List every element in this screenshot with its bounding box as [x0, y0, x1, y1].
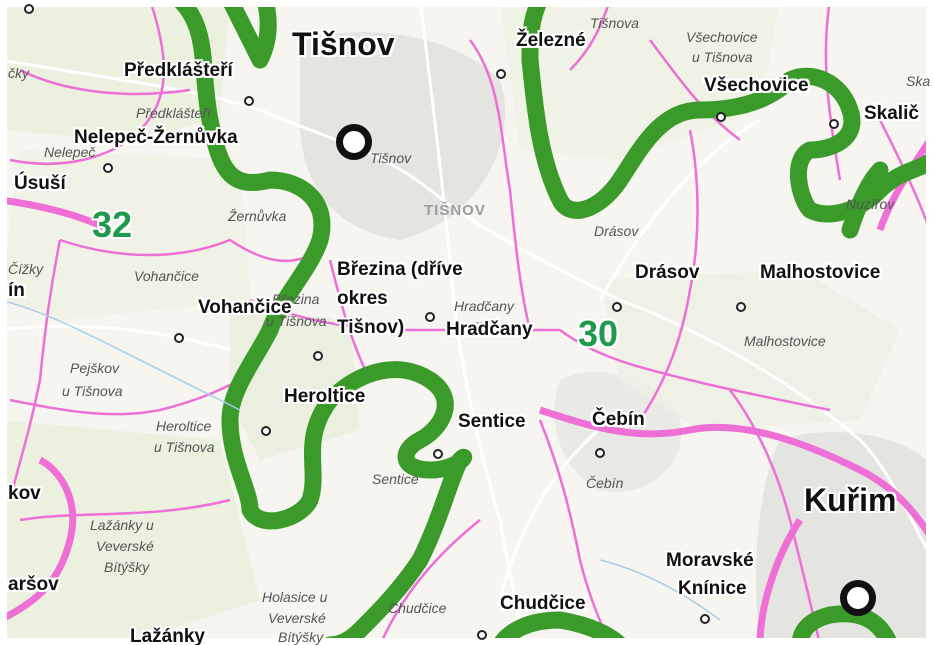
municipality-label[interactable]: Lažánky [130, 626, 205, 645]
city-label-kurim[interactable]: Kuřim [804, 482, 897, 518]
cadastral-label: Ska [906, 73, 931, 89]
municipality-label[interactable]: Chudčice [500, 593, 586, 614]
marker-zelezne[interactable] [496, 69, 506, 79]
cadastral-label: Drásov [594, 223, 639, 239]
cadastral-label: Sentice [372, 471, 419, 487]
cadastral-label: Chudčice [388, 600, 447, 616]
municipality-label[interactable]: Čebín [592, 409, 645, 430]
cadastral-label: Bítýšky [278, 629, 324, 645]
cadastral-label: Čebín [586, 475, 624, 491]
municipality-label[interactable]: Drásov [635, 262, 700, 283]
marker-vsechovice[interactable] [716, 112, 726, 122]
marker-topleft[interactable] [24, 4, 34, 14]
municipality-label[interactable]: Hradčany [446, 319, 533, 340]
municipality-label[interactable]: Všechovice [704, 75, 809, 96]
boundary-layer [8, 0, 933, 645]
marker-drasov[interactable] [612, 302, 622, 312]
marker-moravske-kninice[interactable] [700, 614, 710, 624]
municipality-label[interactable]: Malhostovice [760, 262, 881, 283]
trail-routes-layer [171, 0, 933, 645]
route-number-30[interactable]: 30 [578, 313, 619, 354]
cadastral-label: u Tišnova [62, 383, 123, 399]
marker-hradcany[interactable] [313, 351, 323, 361]
municipality-label[interactable]: Sentice [458, 411, 526, 432]
municipality-label[interactable]: Tišnov) [337, 317, 405, 338]
marker-sentice[interactable] [433, 449, 443, 459]
area-name-label: TIŠNOV [424, 202, 486, 219]
cadastral-label: Heroltice [156, 418, 212, 434]
cadastral-label: Malhostovice [744, 333, 826, 349]
marker-vohancice[interactable] [174, 333, 184, 343]
cadastral-label: Lažánky u [90, 517, 154, 533]
municipality-label[interactable]: Moravské [666, 550, 754, 571]
marker-city-tisnov[interactable] [336, 124, 372, 160]
municipality-label[interactable]: Úsuší [14, 173, 66, 194]
cadastral-label: Tišnova [470, 319, 519, 335]
municipality-label[interactable]: aršov [8, 574, 59, 595]
marker-skalicka[interactable] [829, 119, 839, 129]
marker-malhostovice[interactable] [736, 302, 746, 312]
marker-nelepec[interactable] [103, 163, 113, 173]
cadastral-label: čky [8, 65, 29, 81]
cadastral-label: u Tišnova [154, 439, 215, 455]
cadastral-label: Čížky [8, 261, 43, 277]
route-number-32[interactable]: 32 [92, 204, 133, 245]
cadastral-label: Vohančice [134, 268, 199, 284]
municipality-label[interactable]: Březina (dříve [337, 259, 463, 280]
municipality-label[interactable]: Skalič [864, 103, 919, 124]
cadastral-label: Tišnov [370, 150, 412, 166]
district-boundary-layer [0, 138, 933, 645]
municipality-label[interactable]: Vohančice [198, 297, 292, 318]
cadastral-label: Předklášteří [136, 105, 211, 121]
municipality-label[interactable]: Knínice [678, 578, 747, 599]
municipality-label[interactable]: Předklášteří [124, 60, 233, 81]
marker-heroltice[interactable] [261, 426, 271, 436]
cadastral-label: Holasice u [262, 589, 328, 605]
marker-predklasteri[interactable] [244, 96, 254, 106]
municipality-label[interactable]: Nelepeč-Žernůvka [74, 127, 238, 148]
cadastral-label: Veverské [96, 538, 154, 554]
cadastral-label: Všechovice [686, 29, 758, 45]
cadastral-label: Nelepeč [44, 144, 96, 160]
municipality-label[interactable]: Heroltice [284, 386, 366, 407]
municipality-label[interactable]: Železné [516, 30, 586, 51]
municipality-label[interactable]: ín [8, 280, 25, 301]
cadastral-label: Bítýšky [104, 559, 150, 575]
cadastral-label: Březina [272, 291, 320, 307]
cadastral-label: Žernůvka [228, 208, 287, 224]
cadastral-label: Pejškov [70, 360, 120, 376]
cadastral-label: u Tišnova [266, 313, 327, 329]
municipality-label[interactable]: okres [337, 288, 388, 309]
marker-chudcice[interactable] [477, 630, 487, 640]
cadastral-label: Veverské [268, 610, 326, 626]
cadastral-label: Hradčany [454, 298, 514, 314]
water-layer [0, 299, 721, 621]
marker-city-kurim[interactable] [840, 580, 876, 616]
route-32-path [171, 0, 473, 645]
marker-brezina[interactable] [425, 312, 435, 322]
city-label-tisnov[interactable]: Tišnov [292, 26, 395, 62]
route-30-path [521, 0, 933, 223]
cadastral-label: Tišnova [590, 15, 639, 31]
cadastral-label: Nuzířov [846, 196, 895, 212]
municipality-label[interactable]: kov [8, 483, 41, 504]
marker-cebin[interactable] [595, 448, 605, 458]
cadastral-label: u Tišnova [692, 49, 753, 65]
